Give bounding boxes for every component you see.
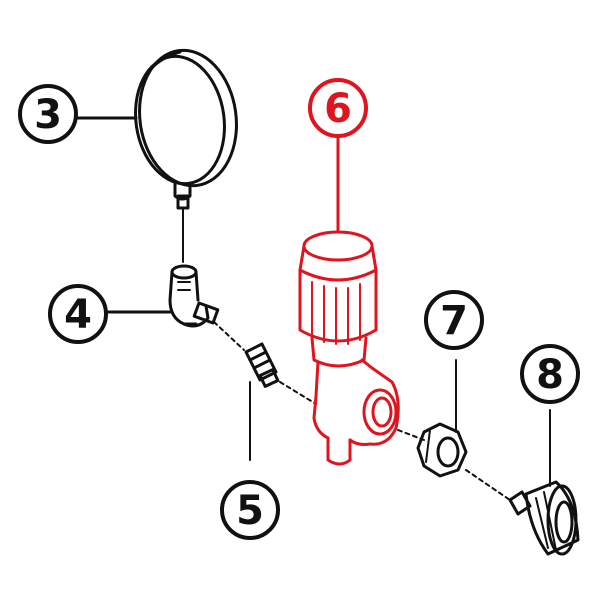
hex-nut-fitting <box>416 359 468 478</box>
callout-8-label: 8 <box>536 352 564 398</box>
pressure-gauge <box>134 48 238 263</box>
callout-7: 7 <box>424 290 484 350</box>
callout-4-label: 4 <box>64 292 92 338</box>
quick-coupler <box>508 409 580 556</box>
callout-5: 5 <box>220 480 280 540</box>
callout-4: 4 <box>48 284 172 344</box>
elbow-fitting <box>168 264 220 328</box>
assembly-lines <box>213 321 511 501</box>
callout-8: 8 <box>520 344 580 404</box>
callout-6: 6 <box>308 78 368 234</box>
callout-3: 3 <box>18 84 138 144</box>
nipple-fitting <box>244 342 280 461</box>
callout-7-label: 7 <box>440 298 468 344</box>
callout-3-label: 3 <box>34 92 62 138</box>
valve-body-highlighted <box>298 230 400 466</box>
callout-5-label: 5 <box>236 488 264 534</box>
callout-6-label: 6 <box>324 86 352 132</box>
